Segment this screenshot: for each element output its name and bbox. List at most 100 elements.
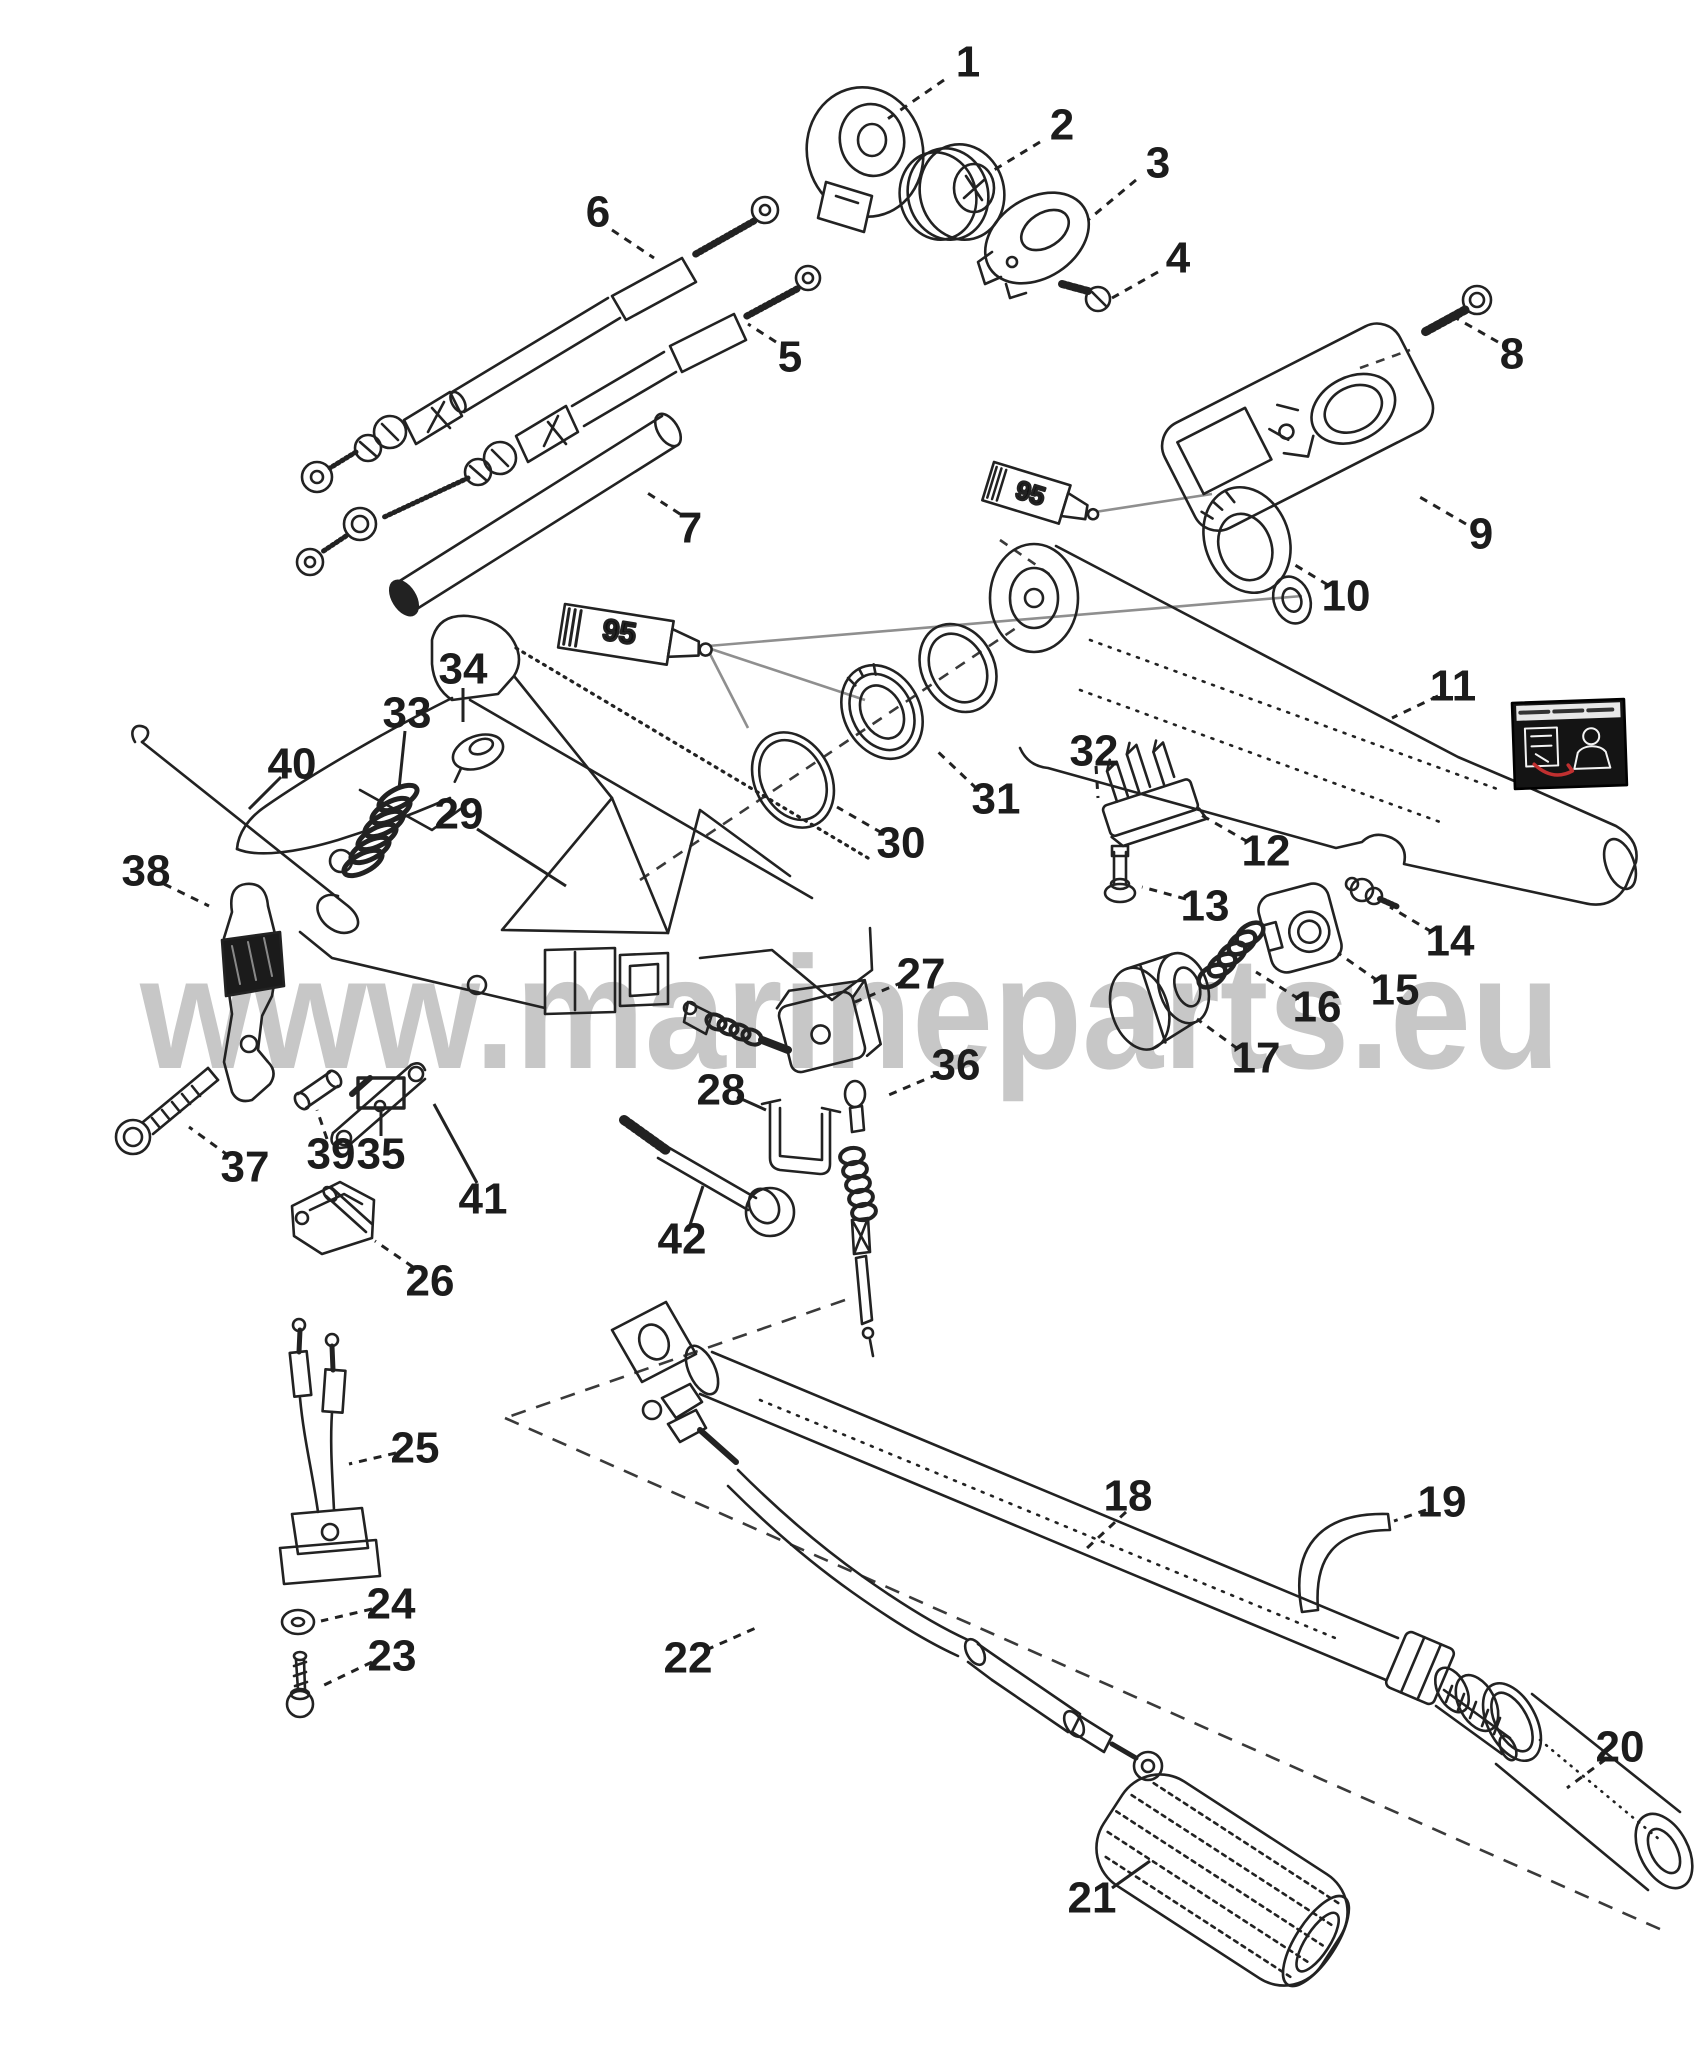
bearing-cup-31 [840, 663, 924, 761]
leader-24 [320, 1607, 373, 1623]
part-number-26: 26 [406, 1257, 455, 1306]
throttle-cam-housing [805, 85, 925, 234]
leader-36 [883, 1072, 939, 1099]
leader-40 [247, 775, 283, 811]
part-number-38: 38 [122, 847, 171, 896]
washer-24 [280, 1608, 316, 1636]
stop-switch [278, 1317, 382, 1586]
part-number-17: 17 [1232, 1034, 1281, 1083]
lube-pointer-lines [706, 492, 1303, 729]
part-number-14: 14 [1426, 917, 1475, 966]
blank-label-35 [356, 1076, 406, 1110]
shift-link-chain [838, 1079, 878, 1358]
grommet-34 [451, 733, 505, 784]
part-number-25: 25 [391, 1424, 440, 1473]
part-number-42: 42 [658, 1215, 707, 1264]
part-number-28: 28 [697, 1066, 746, 1115]
part-number-39: 39 [307, 1130, 356, 1179]
friction-drum [1108, 951, 1211, 1051]
leader-39 [315, 1109, 329, 1140]
part-number-3: 3 [1146, 139, 1170, 188]
part-number-12: 12 [1242, 827, 1291, 876]
mount-plate [976, 191, 1091, 300]
throttle-cable-5 [295, 264, 822, 577]
link-lever-41 [330, 1062, 427, 1150]
leader-1 [885, 78, 945, 122]
part-number-13: 13 [1181, 882, 1230, 931]
leader-33 [397, 730, 407, 790]
part-number-7: 7 [678, 504, 702, 553]
pin-39 [293, 1069, 343, 1111]
part-number-40: 40 [268, 740, 317, 789]
curved-strip [1298, 1512, 1392, 1614]
handle-cover [1160, 322, 1435, 532]
lube-tube-label: 95 [600, 613, 638, 651]
leader-41 [432, 1103, 479, 1184]
leader-31 [933, 747, 979, 791]
part-number-19: 19 [1418, 1478, 1467, 1527]
leader-25 [348, 1451, 397, 1466]
part-number-32: 32 [1070, 727, 1119, 776]
part-number-2: 2 [1050, 101, 1074, 150]
part-number-10: 10 [1322, 572, 1371, 621]
cable-drum [898, 143, 1006, 241]
part-number-29: 29 [435, 790, 484, 839]
part-number-9: 9 [1469, 510, 1493, 559]
part-number-21: 21 [1068, 1874, 1117, 1923]
construction-lines [504, 348, 1663, 1932]
leader-42 [688, 1185, 705, 1226]
throttle-cable-6 [300, 195, 780, 494]
leader-19 [1393, 1508, 1427, 1523]
leader-18 [1084, 1510, 1128, 1551]
leader-32 [1094, 765, 1100, 799]
part-number-34: 34 [439, 645, 488, 694]
bolt-37 [114, 1066, 220, 1156]
part-number-22: 22 [664, 1634, 713, 1683]
lubricant-tube: 95 [556, 602, 713, 666]
screw-13 [1103, 844, 1137, 904]
part-number-15: 15 [1371, 966, 1420, 1015]
oil-seal-30 [750, 731, 836, 829]
part-number-30: 30 [877, 819, 926, 868]
leader-lines [163, 78, 1607, 1890]
tiller-shaft [610, 1300, 1518, 1762]
part-number-6: 6 [586, 188, 610, 237]
rubber-tube [388, 412, 683, 617]
part-number-23: 23 [368, 1632, 417, 1681]
part-number-27: 27 [897, 950, 946, 999]
shift-cable [641, 1382, 1164, 1782]
handle-clamp [1257, 882, 1343, 974]
warning-decal-icon [1510, 697, 1629, 791]
steering-bracket [235, 614, 874, 1016]
rubber-grip [1095, 1773, 1351, 1988]
cable-clamp-28 [760, 1098, 842, 1176]
part-number-18: 18 [1104, 1472, 1153, 1521]
screw-4 [1058, 280, 1112, 313]
part-number-16: 16 [1293, 983, 1342, 1032]
bolt-42 [619, 1115, 796, 1238]
part-number-20: 20 [1596, 1723, 1645, 1772]
part-number-8: 8 [1500, 330, 1524, 379]
leader-21 [1111, 1859, 1151, 1890]
leader-26 [374, 1239, 414, 1269]
leader-30 [836, 805, 883, 835]
tiller-arm [988, 542, 1638, 906]
leader-7 [645, 490, 681, 516]
leader-3 [1087, 178, 1137, 222]
part-number-1: 1 [956, 38, 980, 87]
watermark-layer: www.marineparts.eu [139, 923, 1560, 1102]
bolt-14 [1344, 876, 1401, 910]
leader-29 [476, 827, 567, 888]
leader-5 [747, 322, 777, 344]
part-number-11: 11 [1430, 662, 1477, 711]
leader-13 [1141, 885, 1187, 901]
leader-6 [611, 228, 655, 260]
screw-23 [285, 1650, 315, 1719]
clamp-26 [290, 1180, 376, 1256]
shift-bracket [1101, 739, 1208, 848]
leader-28 [736, 1095, 767, 1112]
part-number-36: 36 [932, 1041, 981, 1090]
part-number-33: 33 [383, 689, 432, 738]
